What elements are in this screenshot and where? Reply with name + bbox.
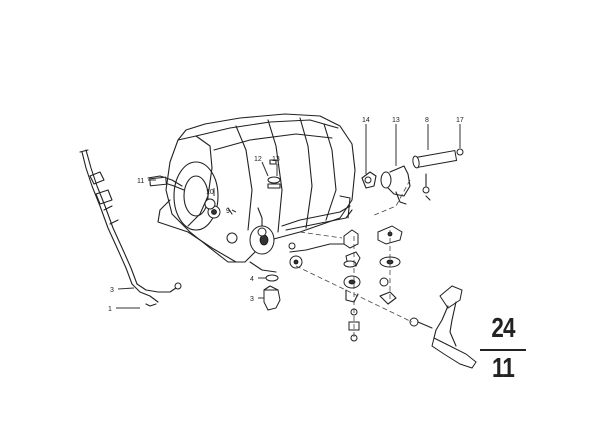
group-code: 24 11 <box>476 312 530 388</box>
callout-8: 8 <box>425 117 429 124</box>
callout-1-left: 1 <box>108 306 112 313</box>
callout-13-mid: 13 <box>272 156 280 163</box>
callout-10: 10 <box>206 189 214 196</box>
callout-labels: 14 13 8 17 12 13 11 10 9 4 3 3 1 <box>108 117 464 313</box>
callout-12: 12 <box>254 156 262 163</box>
shift-shaft-parts <box>361 148 464 205</box>
group-code-bottom: 11 <box>491 352 515 383</box>
callout-3-mid: 3 <box>250 296 254 303</box>
callout-14: 14 <box>362 117 370 124</box>
group-code-divider <box>480 349 526 351</box>
callout-17: 17 <box>456 117 464 124</box>
callout-11: 11 <box>137 178 144 185</box>
callout-3-left: 3 <box>110 287 114 294</box>
group-code-top: 24 <box>491 312 515 343</box>
callout-9: 9 <box>226 208 230 215</box>
leader-lines <box>116 124 461 340</box>
kickdown-cable <box>147 175 185 191</box>
transmission-housing <box>157 113 356 273</box>
selector-lever <box>409 285 477 369</box>
callout-13-top: 13 <box>392 117 400 124</box>
selector-lever-stack <box>343 229 361 342</box>
callout-4: 4 <box>250 276 254 283</box>
dipstick-tube <box>79 149 182 307</box>
pan-bolt-parts <box>204 159 296 311</box>
